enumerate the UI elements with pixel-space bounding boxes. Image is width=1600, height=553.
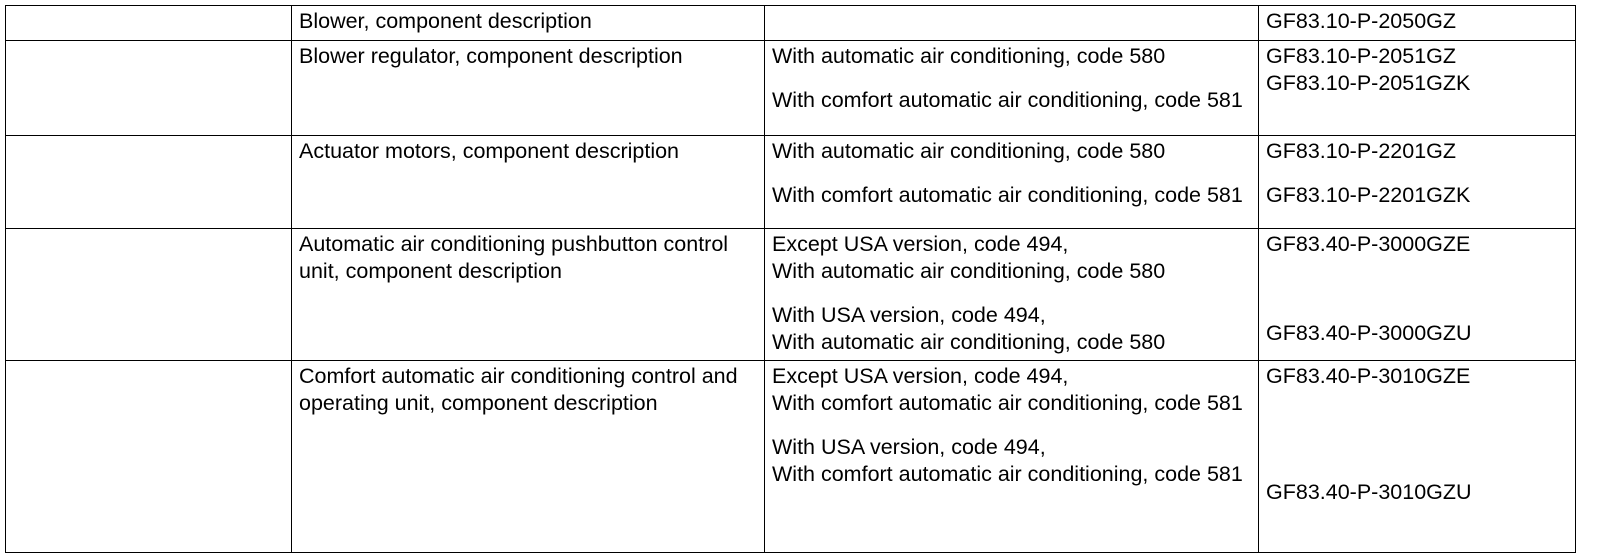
reference-cell: GF83.40-P-3010GZE GF83.40-P-3010GZU: [1258, 360, 1576, 553]
condition-line: With comfort automatic air conditioning,…: [772, 462, 1243, 486]
row-spacer-cell: [5, 135, 292, 229]
condition-cell: Except USA version, code 494, With comfo…: [764, 360, 1259, 553]
row-spacer-cell: [5, 40, 292, 136]
condition-line: With comfort automatic air conditioning,…: [772, 183, 1243, 207]
reference-cell: GF83.10-P-2201GZ GF83.10-P-2201GZK: [1258, 135, 1576, 229]
reference-code: GF83.10-P-2050GZ: [1266, 9, 1457, 33]
description-text: Blower regulator, component description: [299, 44, 683, 68]
condition-line: With automatic air conditioning, code 58…: [772, 259, 1166, 283]
reference-code: GF83.40-P-3000GZU: [1266, 321, 1472, 345]
row-spacer-cell: [5, 360, 292, 553]
condition-line: With automatic air conditioning, code 58…: [772, 330, 1166, 354]
description-cell: Blower, component description: [291, 5, 765, 41]
description-text: Blower, component description: [299, 9, 592, 33]
description-cell: Comfort automatic air conditioning contr…: [291, 360, 765, 553]
condition-entry: With USA version, code 494, With automat…: [772, 302, 1252, 356]
reference-code: GF83.10-P-2201GZK: [1266, 183, 1471, 207]
reference-code: GF83.40-P-3010GZE: [1266, 364, 1471, 388]
condition-entry: Except USA version, code 494, With autom…: [772, 231, 1252, 285]
condition-line: Except USA version, code 494,: [772, 232, 1069, 256]
condition-line: With USA version, code 494,: [772, 435, 1046, 459]
condition-cell: Except USA version, code 494, With autom…: [764, 228, 1259, 361]
condition-line: With automatic air conditioning, code 58…: [772, 44, 1166, 68]
condition-entry: With comfort automatic air conditioning,…: [772, 182, 1252, 209]
description-text: Comfort automatic air conditioning contr…: [299, 364, 738, 415]
condition-line: Except USA version, code 494,: [772, 364, 1069, 388]
table-row: Actuator motors, component description W…: [5, 135, 1576, 229]
condition-line: With USA version, code 494,: [772, 303, 1046, 327]
reference-code: GF83.10-P-2051GZK: [1266, 71, 1471, 95]
description-text: Automatic air conditioning pushbutton co…: [299, 232, 729, 283]
condition-line: With automatic air conditioning, code 58…: [772, 139, 1166, 163]
description-cell: Blower regulator, component description: [291, 40, 765, 136]
reference-code: GF83.10-P-2201GZ: [1266, 139, 1457, 163]
reference-table: Blower, component description GF83.10-P-…: [5, 5, 1576, 553]
reference-cell: GF83.40-P-3000GZE GF83.40-P-3000GZU: [1258, 228, 1576, 361]
table-row: Automatic air conditioning pushbutton co…: [5, 228, 1576, 361]
description-text: Actuator motors, component description: [299, 139, 680, 163]
condition-entry: With comfort automatic air conditioning,…: [772, 87, 1252, 114]
condition-entry: With automatic air conditioning, code 58…: [772, 138, 1252, 165]
row-spacer-cell: [5, 228, 292, 361]
description-cell: Actuator motors, component description: [291, 135, 765, 229]
condition-cell: With automatic air conditioning, code 58…: [764, 135, 1259, 229]
condition-line: With comfort automatic air conditioning,…: [772, 391, 1243, 415]
reference-code: GF83.40-P-3010GZU: [1266, 480, 1472, 504]
condition-line: With comfort automatic air conditioning,…: [772, 88, 1243, 112]
table-row: Blower regulator, component description …: [5, 40, 1576, 136]
condition-cell: [764, 5, 1259, 41]
reference-code: GF83.40-P-3000GZE: [1266, 232, 1471, 256]
table-row: Blower, component description GF83.10-P-…: [5, 5, 1576, 41]
description-cell: Automatic air conditioning pushbutton co…: [291, 228, 765, 361]
condition-entry: With USA version, code 494, With comfort…: [772, 434, 1252, 488]
reference-cell: GF83.10-P-2051GZ GF83.10-P-2051GZK: [1258, 40, 1576, 136]
row-spacer-cell: [5, 5, 292, 41]
table-row: Comfort automatic air conditioning contr…: [5, 360, 1576, 553]
condition-cell: With automatic air conditioning, code 58…: [764, 40, 1259, 136]
reference-cell: GF83.10-P-2050GZ: [1258, 5, 1576, 41]
reference-code: GF83.10-P-2051GZ: [1266, 44, 1457, 68]
condition-entry: Except USA version, code 494, With comfo…: [772, 363, 1252, 417]
condition-entry: With automatic air conditioning, code 58…: [772, 43, 1252, 70]
